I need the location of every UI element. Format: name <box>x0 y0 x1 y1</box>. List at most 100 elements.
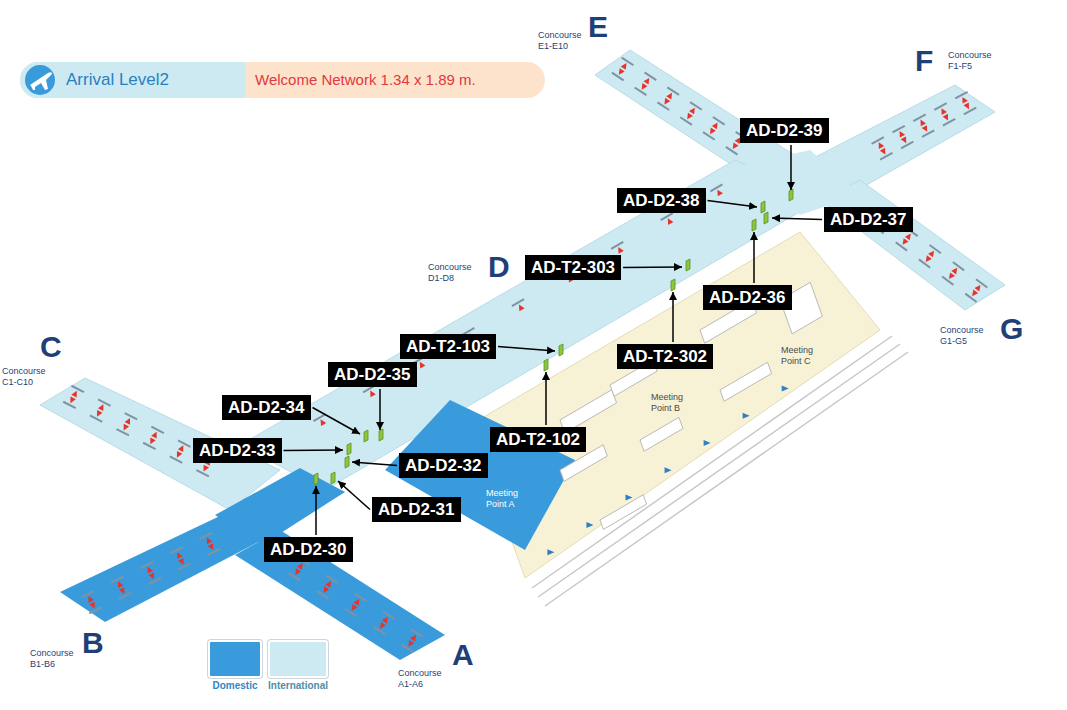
gate-marker <box>71 391 76 398</box>
gate-marker <box>124 424 129 431</box>
gate-bridge <box>901 142 913 149</box>
gate-bridge <box>512 299 524 306</box>
gate-bridge <box>71 386 83 392</box>
leader-line <box>790 145 792 190</box>
gate-bridge <box>922 130 934 137</box>
gate-bridge <box>635 88 647 96</box>
gate-marker <box>149 573 154 580</box>
gate-marker <box>420 362 426 369</box>
gate-bridge <box>964 108 976 115</box>
callout-box: AD-T2-103 <box>400 334 496 359</box>
leader-line <box>379 389 381 430</box>
concourse-name: Concourse F1-F5 <box>948 50 996 72</box>
legend-swatch <box>268 640 328 678</box>
direction-arrow <box>782 385 789 391</box>
direction-arrow <box>704 440 711 446</box>
concourse-letter: B <box>82 626 104 660</box>
leader-line <box>313 408 360 435</box>
gate-bridge <box>713 117 725 125</box>
legend-label: Domestic <box>212 680 257 692</box>
gate-bridge <box>930 245 941 253</box>
callout-box: AD-D2-30 <box>264 537 353 562</box>
gate-bridge <box>953 262 964 270</box>
gate-marker <box>710 128 716 135</box>
legend-label: International <box>268 680 328 692</box>
sign-marker <box>544 359 548 371</box>
gate-marker <box>410 635 416 642</box>
gate-marker <box>177 552 182 559</box>
leader-line <box>772 218 822 220</box>
gate-bridge <box>354 594 366 601</box>
meeting-point: Meeting Point B <box>650 392 698 414</box>
concourse-name: Concourse D1-D8 <box>428 262 476 284</box>
gate-bridge <box>611 242 623 249</box>
gate-bridge <box>965 294 976 302</box>
gate-bridge <box>703 132 715 140</box>
gate-marker <box>321 419 327 426</box>
sign-marker <box>752 219 756 231</box>
gate-marker <box>926 255 932 262</box>
callout-box: AD-D2-39 <box>740 118 829 143</box>
callout-box: AD-D2-33 <box>193 438 282 463</box>
gate-marker <box>964 102 969 109</box>
meeting-point: Meeting Point C <box>780 345 828 367</box>
gate-marker <box>642 83 648 90</box>
gate-bridge <box>667 87 679 95</box>
header-band-right <box>20 62 545 98</box>
gate-marker <box>295 568 301 575</box>
gate-bridge <box>612 73 624 81</box>
header-note: Welcome Network 1.34 x 1.89 m. <box>255 70 476 90</box>
gate-bridge <box>690 102 702 110</box>
gate-marker <box>148 567 153 574</box>
concourse-name: Concourse E1-E10 <box>538 30 586 52</box>
gate-marker <box>208 543 213 550</box>
gate-bridge <box>141 562 154 568</box>
gate-bridge <box>170 547 183 553</box>
header-band-left <box>20 62 245 98</box>
leader-line <box>672 292 674 342</box>
gate-bridge <box>896 242 907 250</box>
domestic-arm <box>235 530 445 660</box>
gate-marker <box>941 108 946 115</box>
gate-marker <box>370 391 376 398</box>
gate-marker <box>921 120 926 127</box>
gate-bridge <box>125 413 137 419</box>
gate-marker <box>974 285 980 292</box>
leader-lines <box>284 145 822 535</box>
callout-box: AD-T2-303 <box>525 255 621 280</box>
gate-marker <box>689 108 695 115</box>
gate-bridge <box>345 609 357 616</box>
concourse-letter: C <box>40 330 62 364</box>
concourse-letter: F <box>915 44 933 78</box>
leader-line <box>545 372 547 425</box>
gate-bridge <box>955 92 967 99</box>
gate-marker <box>119 587 124 594</box>
gate-marker <box>324 586 330 593</box>
gate-marker <box>118 581 123 588</box>
gate-bridge <box>89 607 102 613</box>
gate-marker <box>666 93 672 100</box>
gate-marker <box>382 617 388 624</box>
concourse-spine <box>240 160 820 490</box>
gate-bridge <box>143 443 155 449</box>
gate-bridge <box>196 470 208 476</box>
gate-marker <box>972 290 978 297</box>
gate-marker <box>354 599 360 606</box>
header-band <box>20 62 545 98</box>
gate-marker <box>643 78 649 85</box>
callout-label: AD-D2-37 <box>830 210 907 229</box>
callout-box: AD-D2-36 <box>703 285 792 310</box>
gate-bridge <box>170 456 182 462</box>
gate-bridge <box>401 645 413 652</box>
callout-box: AD-D2-32 <box>399 453 488 478</box>
sign-marker <box>379 429 383 441</box>
gate-bridge <box>880 153 892 160</box>
curb-line <box>538 344 900 597</box>
gate-bridge <box>943 119 955 126</box>
gate-marker <box>951 268 957 275</box>
legend-swatch <box>208 640 262 678</box>
gate-marker <box>928 251 934 258</box>
concourse-letter: A <box>452 638 474 672</box>
gate-bridge <box>178 440 190 446</box>
gate-marker <box>380 622 386 629</box>
